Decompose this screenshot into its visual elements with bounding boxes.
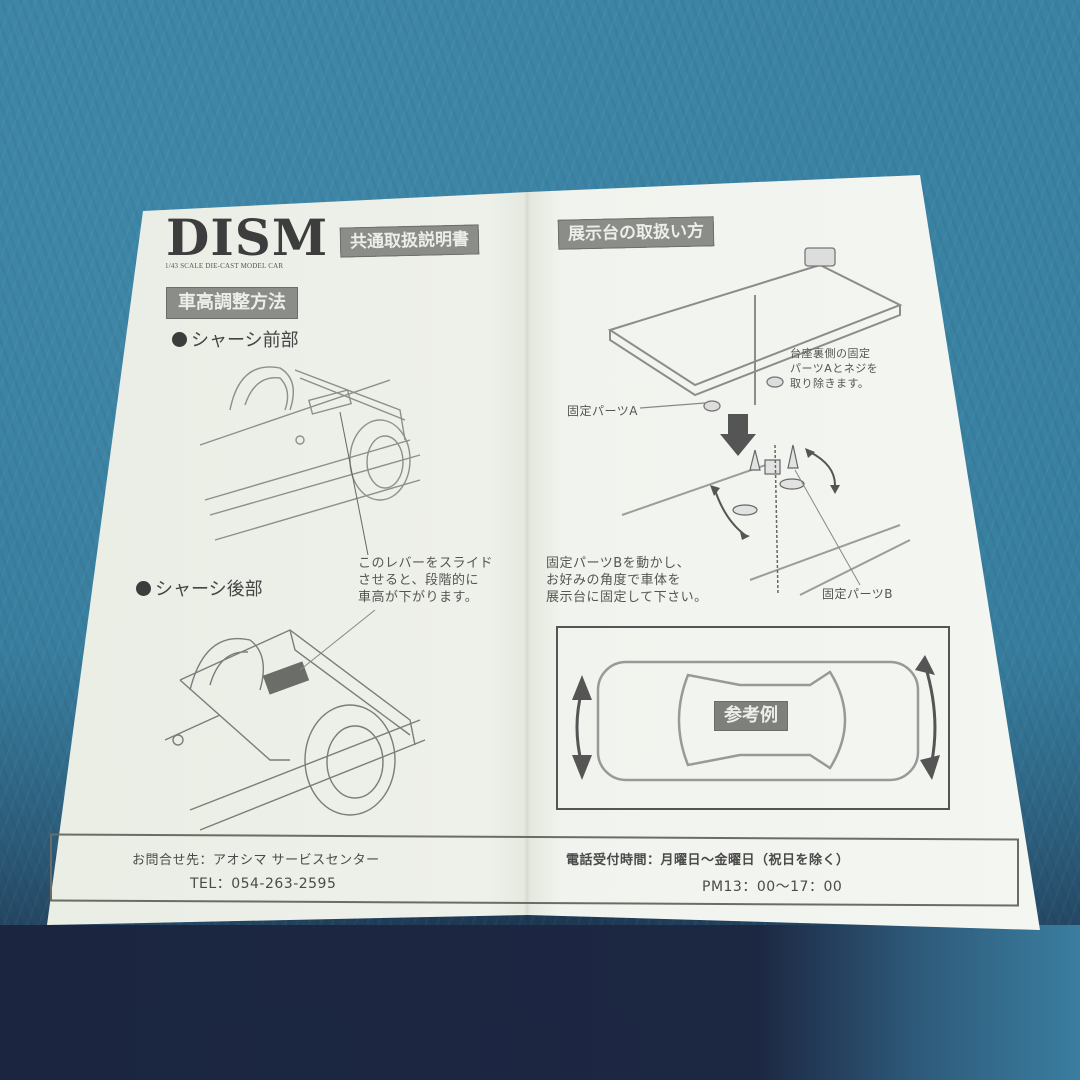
part-b-illustration [621, 444, 911, 596]
dism-logo: DISM [166, 208, 329, 267]
logo-subtitle: 1/43 SCALE DIE-CAST MODEL CAR [165, 262, 284, 270]
part-a-label: 固定パーツA [567, 404, 638, 418]
front-chassis-illustration [199, 366, 421, 556]
rear-chassis-illustration [164, 609, 426, 831]
lever-note: このレバーをスライド させると、段階的に 車高が下がります。 [358, 556, 494, 605]
part-a-leader-line [639, 402, 706, 409]
dark-shadow-area [0, 925, 1080, 1080]
doc-title-label: 共通取扱説明書 [339, 224, 480, 258]
phone-hours-label: 電話受付時間：月曜日～金曜日（祝日を除く） [566, 853, 850, 868]
example-label: 参考例 [714, 701, 788, 731]
chassis-front-label: シャーシ前部 [172, 326, 299, 352]
center-fold [524, 190, 530, 920]
down-arrow-icon [720, 414, 756, 456]
car-top-view-illustration [572, 655, 940, 782]
example-diagram-frame [556, 626, 950, 810]
chassis-rear-label: シャーシ後部 [136, 575, 263, 601]
height-adjust-title: 車高調整方法 [166, 287, 298, 319]
footer-contact-box [50, 833, 1019, 907]
part-b-label: 固定パーツB [822, 587, 893, 601]
contact-center-text: お問合せ先：アオシマ サービスセンター [132, 853, 380, 868]
adjust-parts-note: 固定パーツBを動かし、 お好みの角度で車体を 展示台に固定して下さい。 [546, 556, 708, 605]
remove-parts-note: 台座裏側の固定 パーツAとネジを 取り除きます。 [790, 347, 879, 390]
display-base-illustration [607, 247, 903, 412]
phone-hours-time: PM13：00～17：00 [702, 879, 843, 895]
telephone-number: TEL：054-263-2595 [190, 876, 337, 892]
